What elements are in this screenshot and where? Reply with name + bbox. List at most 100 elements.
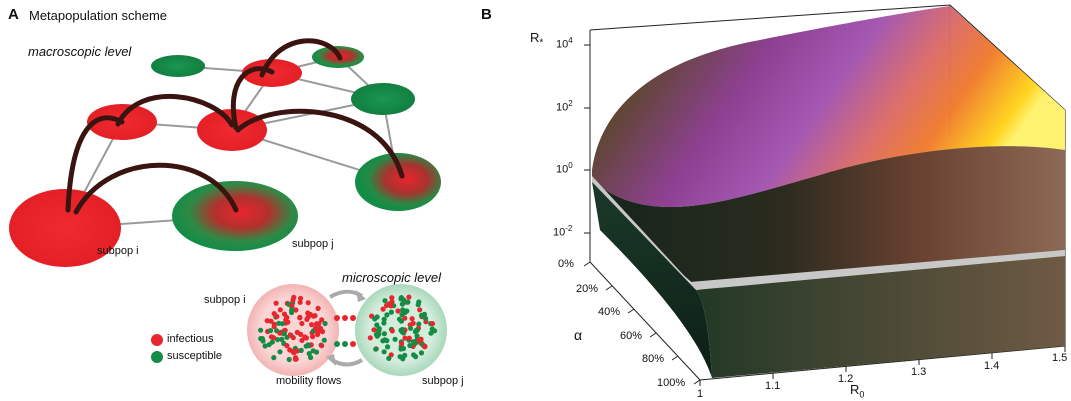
alpha-tick-3: 60% [620, 330, 643, 342]
panel-b-letter: B [481, 6, 492, 23]
particle-dot [386, 355, 392, 361]
panel-a-title: Metapopulation scheme [29, 8, 168, 23]
particle-dot [277, 307, 283, 313]
particle-dot [264, 318, 270, 324]
particle-dot [411, 352, 417, 358]
particle-dot [312, 313, 318, 319]
particle-dot [303, 335, 309, 341]
particle-dot [319, 317, 325, 323]
r0-tick-2: 1.2 [838, 373, 854, 385]
particle-dot [297, 299, 303, 305]
particle-dot [392, 336, 398, 342]
surface-lower [592, 146, 1065, 290]
arrow-right-head [356, 290, 366, 302]
particle-dot [416, 321, 422, 327]
micro-dots-j [367, 294, 438, 362]
particle-dot [286, 356, 292, 363]
legend-infectious-dot [151, 334, 163, 346]
particle-dot [321, 337, 327, 343]
particle-dot [279, 336, 285, 342]
particle-dot [406, 335, 412, 341]
particle-dot [271, 355, 277, 361]
particle-dot [380, 306, 386, 312]
alpha-tick-4: 80% [642, 353, 665, 365]
micro-subpop-i-label: subpop i [204, 294, 246, 306]
node-green-top-left [151, 55, 205, 77]
particle-dot [319, 343, 325, 349]
particle-dot [290, 335, 296, 341]
particle-dot [418, 336, 424, 342]
particle-dot [402, 335, 408, 341]
z-tick-4: 10-2 [553, 224, 573, 239]
particle-dot [314, 331, 321, 338]
particle-dot [315, 305, 321, 311]
legend-susceptible-label: susceptible [167, 350, 223, 362]
particle-dot [277, 330, 283, 336]
node-mixed-right [355, 153, 441, 211]
particle-dot [298, 295, 304, 301]
particle-dot [293, 307, 299, 313]
particle-dot [284, 314, 290, 321]
particle-dot [276, 320, 282, 326]
particle-dot [316, 321, 322, 327]
particle-dot [414, 327, 420, 333]
particle-dot [305, 300, 311, 306]
particle-dot [410, 320, 416, 326]
surface-threshold-ribbon [592, 176, 1065, 290]
surface-right-wall [696, 256, 1065, 378]
subpop-i-label: subpop i [97, 245, 139, 257]
particle-dot [408, 325, 414, 331]
particle-dot [297, 314, 303, 320]
particle-dot [382, 298, 388, 304]
particle-dot [268, 318, 274, 324]
arrow-left-head [326, 354, 336, 366]
particle-dot [412, 340, 418, 346]
particle-dot [305, 310, 311, 316]
particle-dot [381, 349, 387, 355]
particle-dot [367, 335, 373, 341]
particle-dot [306, 351, 312, 357]
mobility-flows-label: mobility flows [276, 375, 342, 387]
particle-dot [400, 307, 406, 313]
micro-subpop-j-label: subpop j [422, 375, 464, 387]
particle-dot [422, 344, 428, 350]
particle-dot [407, 342, 413, 349]
micro-dots-i [258, 294, 328, 363]
particle-dot [373, 331, 380, 338]
particle-dot [401, 297, 407, 303]
r0-axis-label: R0 [850, 382, 865, 400]
particle-dot [406, 294, 412, 300]
particle-dot [414, 333, 420, 339]
z-axis-ticks [584, 44, 590, 234]
infection-arcs [65, 38, 405, 215]
particle-dot [322, 320, 328, 327]
particle-dot [308, 354, 314, 361]
particle-dot [384, 302, 390, 308]
particle-dot [398, 346, 404, 352]
surface-upper [592, 6, 1065, 208]
particle-dot [405, 299, 411, 305]
particle-dot [398, 318, 404, 324]
particle-dot [269, 339, 275, 345]
alpha-tick-5: 100% [657, 377, 686, 389]
particle-dot [402, 352, 408, 358]
particle-dot [305, 314, 311, 320]
alpha-tick-0: 0% [558, 258, 574, 270]
macroscopic-network [9, 38, 441, 267]
particle-dot [384, 338, 390, 344]
particle-dot [289, 302, 295, 308]
particle-dot [415, 302, 421, 308]
particle-dot [376, 326, 382, 332]
particle-dot [381, 320, 387, 326]
particle-dot [260, 338, 266, 344]
particle-dot [310, 348, 316, 354]
particle-dot [271, 324, 277, 330]
particle-dot [389, 299, 395, 305]
r0-tick-5: 1.5 [1052, 352, 1068, 364]
particle-dot [388, 303, 394, 309]
particle-dot [389, 295, 395, 301]
particle-dot [399, 301, 405, 307]
subpop-j-label: subpop j [292, 238, 334, 250]
legend-infectious-label: infectious [167, 333, 214, 345]
particle-dot [381, 316, 387, 322]
